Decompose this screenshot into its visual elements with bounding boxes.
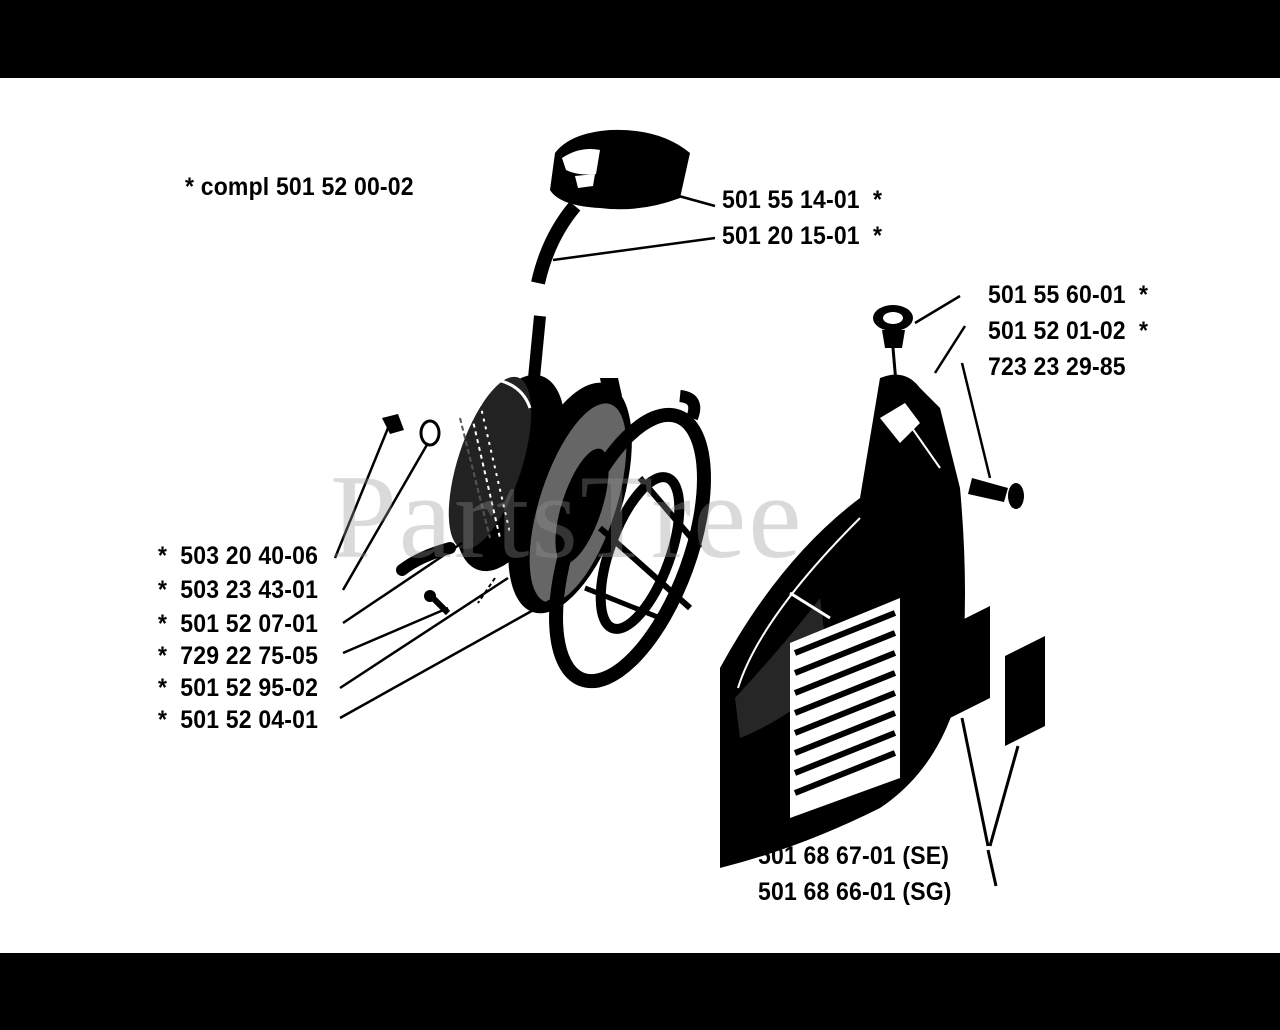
part-label-right-5: 723 23 29-85 [988, 355, 1126, 380]
starter-rope-drawing [528, 201, 581, 380]
starter-ring-drawing [549, 390, 711, 689]
part-number: 501 20 15-01 [722, 222, 860, 250]
watermark: PartsTree [330, 450, 804, 583]
decal-drawings [950, 606, 1045, 887]
part-mark: * [158, 610, 168, 638]
part-label-right-3: 501 55 60-01 * [988, 283, 1148, 308]
part-label-right-4: 501 52 01-02 * [988, 319, 1148, 344]
part-number: 501 52 95-02 [180, 674, 319, 702]
parts-diagram: PartsTree * compl 501 52 00-02 501 55 14… [0, 78, 1280, 953]
part-mark: * [872, 222, 883, 250]
starter-cover-drawing [720, 374, 965, 868]
part-label-right-2: 501 20 15-01 * [722, 224, 882, 249]
part-variant: (SG) [902, 878, 952, 906]
part-label-left-3: * 501 52 07-01 [158, 612, 318, 637]
part-mark: * [1138, 281, 1149, 309]
part-label-left-5: * 501 52 95-02 [158, 676, 318, 701]
part-number: 503 23 43-01 [180, 576, 319, 604]
part-mark: * [158, 706, 168, 734]
part-number: 501 52 04-01 [180, 706, 319, 734]
part-mark: * [158, 542, 168, 570]
bushing-drawing [873, 305, 913, 384]
diagram-artwork [333, 129, 1045, 887]
part-variant: (SE) [902, 842, 950, 870]
part-number: 729 22 75-05 [180, 642, 319, 670]
cover-screw-drawing [968, 478, 1024, 509]
assembly-marker: * [185, 173, 195, 201]
leader-lines-left [333, 427, 556, 720]
part-number: 503 20 40-06 [180, 542, 319, 570]
starter-handle-drawing [550, 129, 690, 210]
decal-label-sg: 501 68 66-01 (SG) [758, 880, 952, 905]
part-number: 501 55 60-01 [988, 281, 1126, 309]
part-number: 501 55 14-01 [722, 186, 860, 214]
part-number: 501 52 01-02 [988, 317, 1126, 345]
part-number: 723 23 29-85 [988, 353, 1126, 381]
part-mark: * [158, 642, 168, 670]
part-label-right-1: 501 55 14-01 * [722, 188, 882, 213]
part-mark: * [1138, 317, 1149, 345]
leader-lines-right [552, 191, 992, 479]
part-number: 501 68 67-01 [758, 842, 896, 870]
part-label-left-2: * 503 23 43-01 [158, 578, 318, 603]
assembly-label: * compl 501 52 00-02 [185, 175, 414, 200]
part-number: 501 68 66-01 [758, 878, 896, 906]
part-label-left-1: * 503 20 40-06 [158, 544, 318, 569]
part-label-left-4: * 729 22 75-05 [158, 644, 318, 669]
part-mark: * [158, 674, 168, 702]
part-mark: * [872, 186, 883, 214]
decal-label-se: 501 68 67-01 (SE) [758, 844, 949, 869]
part-number: 501 52 07-01 [180, 610, 319, 638]
part-mark: * [158, 576, 168, 604]
assembly-number: compl 501 52 00-02 [200, 173, 414, 201]
part-label-left-6: * 501 52 04-01 [158, 708, 318, 733]
